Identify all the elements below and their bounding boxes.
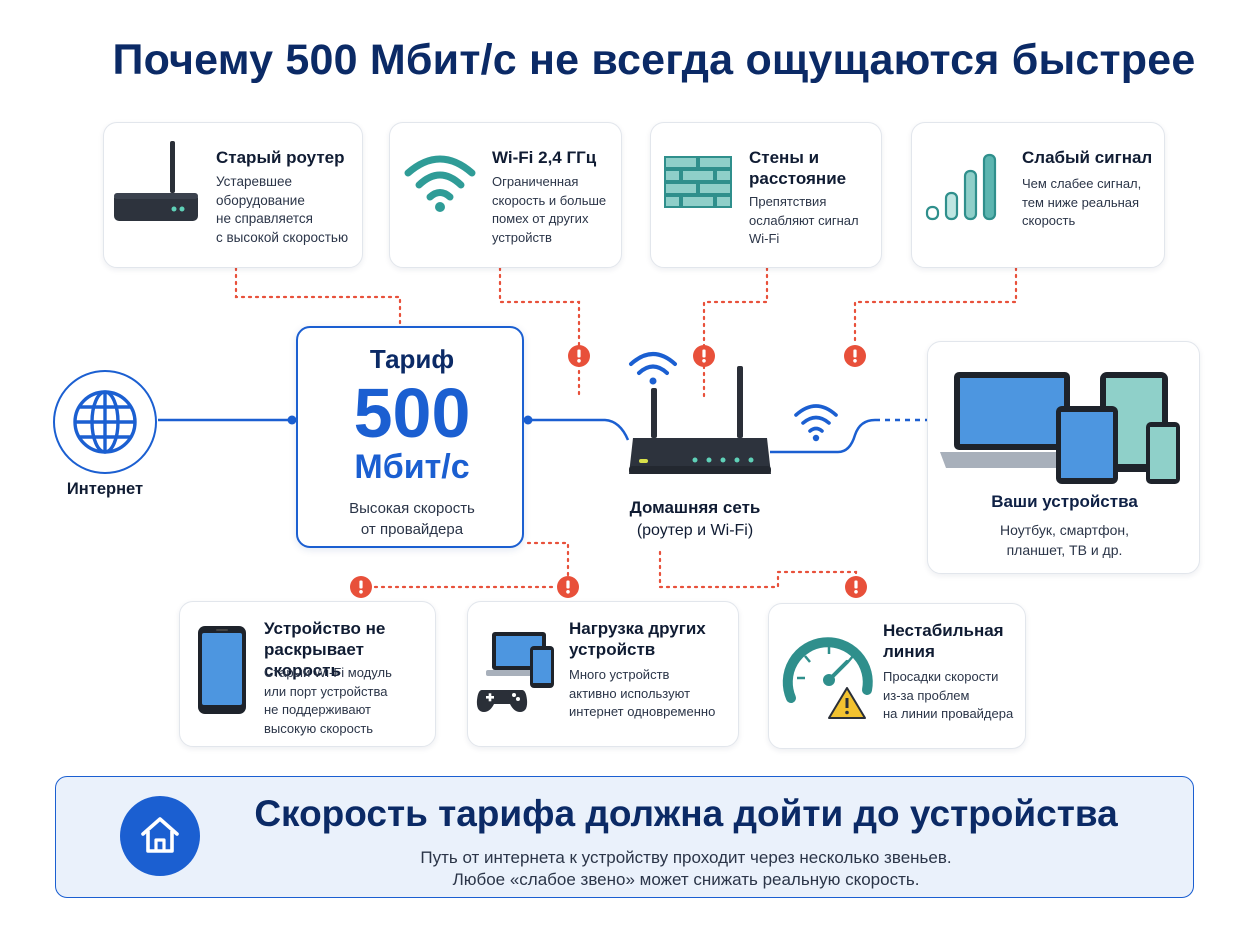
dotted-line-walls — [702, 266, 769, 400]
laptop-gamepad-icon — [476, 632, 554, 712]
alert-icon — [568, 345, 590, 367]
alert-icon — [845, 576, 867, 598]
dotted-line-unstable — [658, 550, 858, 589]
banner-heading: Скорость тарифа должна дойти до устройст… — [254, 793, 1118, 834]
alert-icon — [693, 345, 715, 367]
home-icon-circle — [120, 796, 200, 876]
speedometer-warning-icon — [782, 637, 873, 719]
devices-description: Ноутбук, смартфон,планшет, ТВ и др. — [1000, 522, 1129, 558]
card-title: Слабый сигнал — [1022, 148, 1153, 167]
brick-wall-icon — [664, 156, 732, 208]
globe-icon — [73, 390, 137, 454]
devices-icon — [940, 372, 1180, 484]
smartphone-icon — [198, 626, 246, 714]
alert-icon — [557, 576, 579, 598]
home-network-sublabel: (роутер и Wi-Fi) — [636, 522, 754, 539]
banner-description: Путь от интернета к устройству проходит … — [420, 848, 952, 889]
line-tariff-router — [524, 418, 630, 441]
home-router-icon — [629, 352, 771, 474]
warning-markers — [350, 345, 867, 598]
wifi-icon — [794, 404, 838, 442]
line-router-wifi — [770, 418, 876, 454]
tariff-heading: Тариф — [369, 344, 455, 374]
dotted-line-signal — [853, 266, 1018, 342]
card-title: Старый роутер — [216, 148, 345, 167]
page-title: Почему 500 Мбит/с не всегда ощущаются бы… — [112, 36, 1196, 84]
line-node — [523, 415, 533, 425]
wifi-icon — [404, 155, 476, 212]
summary-banner: Скорость тарифа должна дойти до устройст… — [55, 776, 1194, 898]
card-weak-signal: Слабый сигнал Чем слабее сигнал,тем ниже… — [911, 122, 1165, 268]
internet-node — [53, 370, 157, 474]
alert-icon — [844, 345, 866, 367]
devices-title: Ваши устройства — [991, 492, 1138, 511]
home-icon — [141, 817, 179, 853]
alert-icon — [350, 576, 372, 598]
card-your-devices: Ваши устройства Ноутбук, смартфон,планше… — [927, 341, 1200, 574]
internet-label: Интернет — [66, 480, 144, 498]
dotted-line-old-router — [234, 266, 402, 327]
dotted-line-load — [526, 541, 570, 577]
line-node — [287, 415, 297, 425]
router-icon — [114, 141, 198, 221]
tariff-unit: Мбит/с — [354, 448, 470, 486]
signal-bars-icon — [925, 153, 997, 221]
card-title: Wi-Fi 2,4 ГГц — [492, 148, 597, 167]
tariff-value: 500 — [353, 374, 471, 452]
home-network-label: Домашняя сеть — [629, 498, 761, 517]
